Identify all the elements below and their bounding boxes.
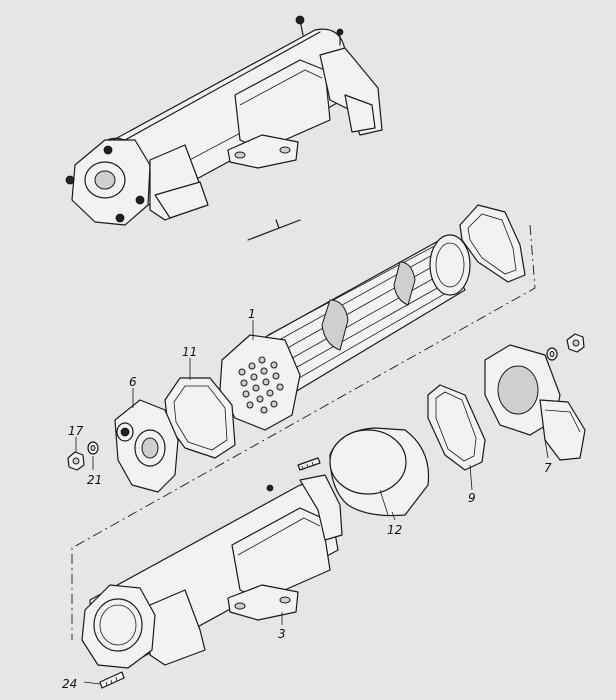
- part-1-tube-bundle: [219, 234, 471, 431]
- callout-11: 11: [182, 345, 197, 359]
- assembly-arrow: [247, 219, 301, 241]
- callout-12: 12: [387, 523, 402, 537]
- callout-7: 7: [544, 461, 552, 475]
- part-24-stud: [99, 671, 125, 689]
- callouts: 1 11 6 17 21 7 9 12 3 24: [62, 307, 552, 691]
- tube-holes: [238, 356, 284, 414]
- stud-middle: [297, 457, 321, 471]
- callout-21: 21: [87, 473, 102, 487]
- assembled-cooler: [65, 15, 383, 226]
- callout-24: 24: [62, 677, 77, 691]
- part-6-flange: [114, 399, 179, 493]
- part-9-gasket: [427, 384, 486, 471]
- part-3-shell: [81, 474, 343, 669]
- housing-washer: [546, 347, 558, 361]
- callout-17: 17: [68, 424, 84, 438]
- callout-1: 1: [248, 307, 256, 321]
- leader-lines: [75, 320, 549, 685]
- callout-3: 3: [278, 627, 286, 641]
- housing-nut: [566, 333, 585, 353]
- callout-6: 6: [129, 375, 137, 389]
- part-7-housing: [484, 344, 586, 461]
- exploded-group-outline: [71, 224, 536, 640]
- part-17-nut: [67, 451, 85, 471]
- gasket-rear: [459, 204, 526, 283]
- part-21-washer: [87, 441, 99, 455]
- callout-9: 9: [468, 491, 476, 505]
- part-12-sleeve: [329, 427, 430, 517]
